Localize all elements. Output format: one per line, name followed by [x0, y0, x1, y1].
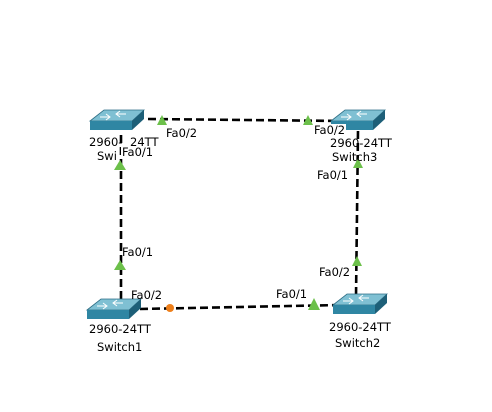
port-label-text: Fa0/2 — [166, 126, 198, 140]
switch-icon — [85, 298, 143, 319]
switch3-name-label: Switch3 — [332, 151, 377, 164]
port-label-switch0-fa01: Fa0/1 — [121, 145, 155, 159]
port-label-text: Fa0/1 — [122, 245, 154, 259]
port-label-text: Fa0/2 — [314, 123, 346, 137]
switch3-model: 2960-24TT — [330, 136, 392, 150]
circle-icon — [166, 304, 174, 312]
switch3-name: Switch3 — [332, 150, 378, 164]
switch1-name: Switch1 — [97, 340, 143, 354]
switch0-name-label: Swi — [97, 150, 117, 163]
triangle-up-icon — [157, 115, 167, 125]
port-label-switch3-fa01: Fa0/1 — [317, 169, 348, 182]
switch2-name-label: Switch2 — [335, 337, 380, 350]
switch1-device[interactable] — [85, 298, 143, 319]
switch1-name-label: Switch1 — [97, 341, 142, 354]
triangle-up-icon — [308, 298, 320, 310]
port-label-text: Fa0/1 — [122, 145, 154, 159]
triangle-up-icon — [353, 158, 363, 168]
port-label-switch1-fa01: Fa0/1 — [122, 246, 153, 259]
port-label-text: Fa0/2 — [319, 265, 351, 279]
port-label-text: Fa0/1 — [276, 287, 308, 301]
port-label-text: Fa0/2 — [131, 288, 163, 302]
switch-icon — [88, 109, 146, 130]
link-switch3-switch2[interactable] — [354, 130, 360, 298]
switch2-device[interactable] — [331, 293, 389, 314]
link-status-indicators — [114, 115, 363, 312]
triangle-up-icon — [352, 256, 362, 266]
switch1-model: 2960-24TT — [89, 322, 151, 336]
triangle-up-icon — [303, 115, 313, 125]
switch0-model-visible: 2960- — [89, 135, 123, 149]
switch2-model-label: 2960-24TT — [329, 321, 391, 334]
switch0-model-tail-label: 24TT — [130, 136, 158, 149]
port-label-switch2-fa01: Fa0/1 — [276, 288, 307, 301]
link-switch1-switch2[interactable] — [139, 303, 341, 311]
triangle-up-icon — [114, 160, 126, 170]
port-label-switch2-fa02: Fa0/2 — [319, 266, 350, 279]
port-label-switch0-fa02: Fa0/2 — [166, 127, 197, 140]
switch0-name-visible: Swi — [97, 149, 117, 163]
switch0-model-label: 2960- — [89, 136, 122, 149]
port-label-switch3-fa02: Fa0/2 — [313, 123, 347, 137]
switch3-model-label: 2960-24TT — [330, 137, 392, 150]
switch-icon — [331, 293, 389, 314]
switch1-model-label: 2960-24TT — [89, 323, 151, 336]
switch2-model: 2960-24TT — [329, 320, 391, 334]
switch2-name: Switch2 — [335, 336, 381, 350]
switch0-device[interactable] — [88, 109, 146, 130]
port-label-text: Fa0/1 — [317, 168, 349, 182]
link-switch0-switch3[interactable] — [147, 117, 343, 123]
switch0-model-tail: 24TT — [130, 135, 159, 149]
triangle-up-icon — [114, 260, 126, 270]
port-label-switch1-fa02: Fa0/2 — [131, 289, 162, 302]
